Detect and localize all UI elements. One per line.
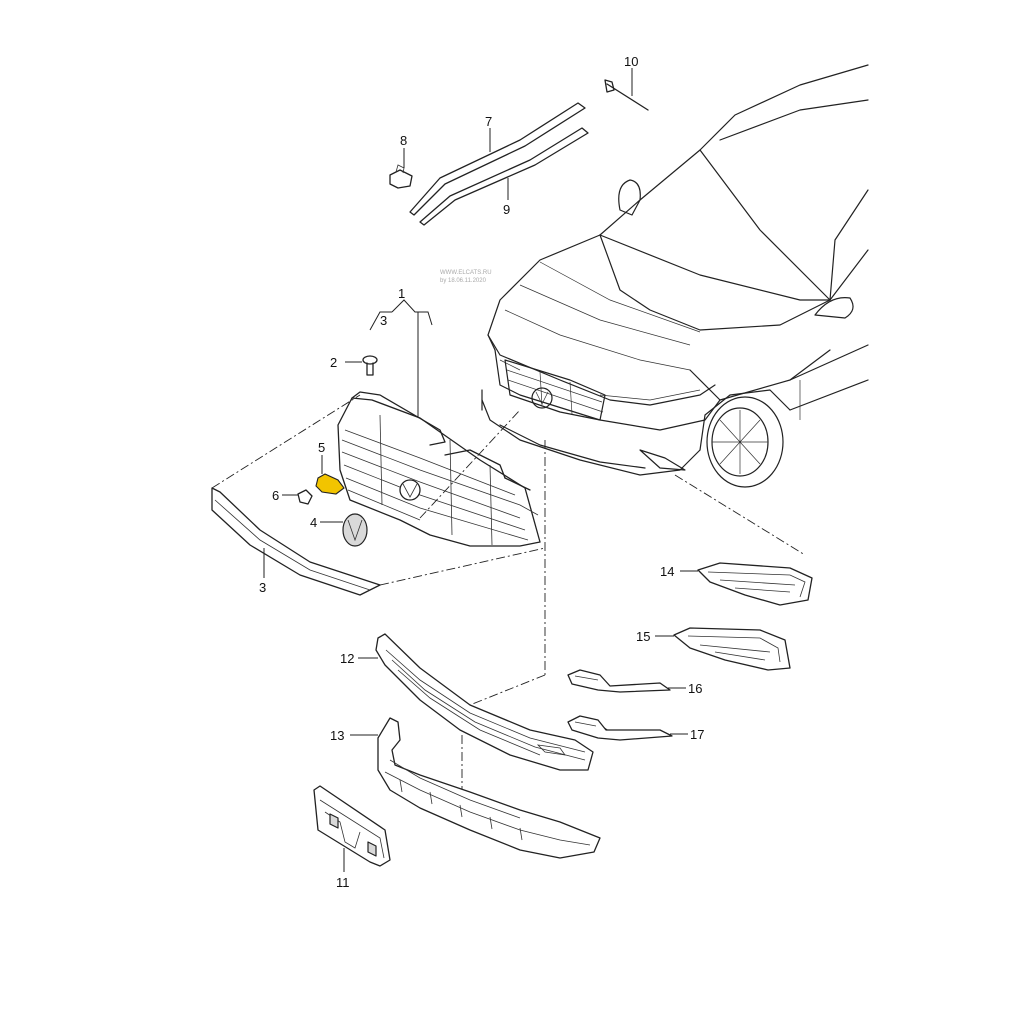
part-15-frame: [655, 627, 791, 671]
callout-1[interactable]: 1: [398, 286, 405, 301]
callout-3-lower[interactable]: 3: [259, 580, 266, 595]
part-14-frame: [680, 562, 813, 606]
callout-14[interactable]: 14: [660, 564, 674, 579]
part-4-emblem: [320, 513, 368, 547]
callout-15[interactable]: 15: [636, 629, 650, 644]
callout-13[interactable]: 13: [330, 728, 344, 743]
callout-11[interactable]: 11: [336, 875, 350, 890]
dashed-guides: [211, 394, 806, 790]
part-17-bracket: [567, 715, 688, 741]
callout-4[interactable]: 4: [310, 515, 317, 530]
callout-3-upper[interactable]: 3: [380, 313, 387, 328]
part-5-bracket: [315, 455, 345, 495]
part-8-clip: [389, 148, 413, 189]
callout-8[interactable]: 8: [400, 133, 407, 148]
watermark-line-1: WWW.ELCATS.RU: [440, 270, 492, 276]
part-1-bracket: [369, 299, 433, 420]
part-3-moulding: [211, 487, 381, 596]
callout-5[interactable]: 5: [318, 440, 325, 455]
callout-17[interactable]: 17: [690, 727, 704, 742]
watermark-line-2: by 18.06.11.2020: [440, 278, 487, 284]
callout-10[interactable]: 10: [624, 54, 638, 69]
part-16-bracket: [567, 669, 686, 693]
callout-2[interactable]: 2: [330, 355, 337, 370]
part-2-screw: [345, 355, 378, 376]
part-6-clip: [282, 489, 313, 505]
car-outline: [481, 64, 869, 488]
part-10-rod: [604, 68, 649, 111]
part-13-spoiler: [350, 717, 601, 859]
part-7-strip: [409, 102, 586, 216]
part-1-grille: [337, 391, 541, 547]
callout-9[interactable]: 9: [503, 202, 510, 217]
callout-12[interactable]: 12: [340, 651, 354, 666]
part-9-strip: [419, 127, 589, 226]
callout-16[interactable]: 16: [688, 681, 702, 696]
callout-6[interactable]: 6: [272, 488, 279, 503]
part-12-lower-grille: [358, 633, 594, 771]
part-11-plate-bracket: [313, 785, 391, 872]
callout-7[interactable]: 7: [485, 114, 492, 129]
